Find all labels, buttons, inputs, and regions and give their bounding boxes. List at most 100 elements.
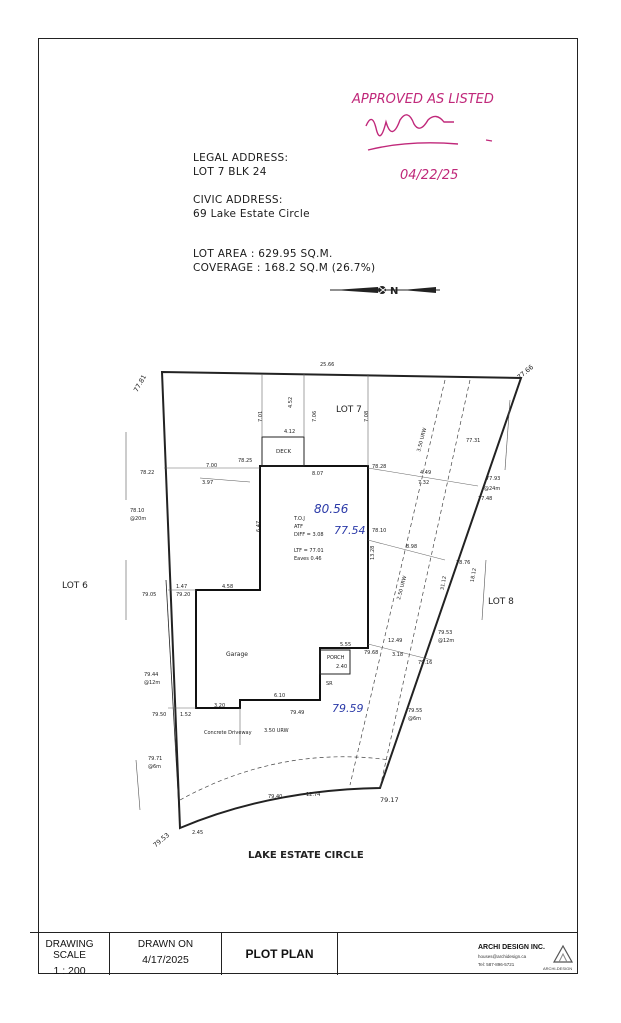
cell-drawn-on: DRAWN ON 4/17/2025 (110, 933, 222, 975)
drawn-label: DRAWN ON (137, 939, 194, 950)
lot-boundary (160, 370, 523, 830)
setback-east-3 (367, 643, 433, 661)
label-sr: SR (326, 681, 333, 687)
ink-porch-value: 79.59 (332, 702, 364, 715)
elev-7940: 79.40 (268, 794, 282, 800)
elev-at6: @6m (148, 764, 161, 770)
elev-at12: @12m (144, 680, 160, 686)
building-footprint (195, 465, 369, 709)
corner-bl: 79.53 (152, 831, 171, 849)
legal-lot: LOT 7 BLK 24 (193, 166, 267, 178)
elev-7793: 77.93 (486, 476, 500, 482)
ink-toj-value: 80.56 (314, 502, 349, 516)
dim-320: 3.20 (214, 703, 225, 709)
label-garage: Garage (226, 651, 248, 658)
dim-1328: 13.28 (370, 546, 376, 560)
dim-807: 8.07 (312, 471, 323, 477)
drawn-value: 4/17/2025 (142, 954, 189, 966)
dim-240: 2.40 (336, 664, 347, 670)
urw-east-line-1 (379, 379, 471, 789)
elev-7944: 79.44 (144, 672, 158, 678)
urw-south-line (179, 756, 391, 801)
corner-tr: 77.66 (516, 363, 535, 381)
label-driveway: Concrete Driveway (204, 730, 252, 736)
company-email: houses@archidesign.ca (478, 954, 527, 959)
corner-tl: 77.81 (132, 373, 148, 393)
scale-label: DRAWING SCALE (45, 939, 94, 961)
dim-left-bottom: 2.45 (192, 830, 203, 836)
elev-7825: 78.25 (238, 458, 252, 464)
urw-east-line-2 (349, 379, 446, 786)
label-urw-north: 3.50 URW (416, 427, 428, 452)
coverage: COVERAGE : 168.2 SQ.M (26.7%) (193, 262, 376, 274)
company-brand: ARCHI-DESIGN (543, 966, 573, 971)
label-porch: PORCH (327, 655, 345, 661)
label-street: LAKE ESTATE CIRCLE (248, 850, 364, 861)
dim-449: 4.49 (420, 470, 431, 476)
plan-title: PLOT PLAN (245, 947, 314, 961)
elev-7748: 77.48 (478, 496, 492, 502)
label-deck: DECK (276, 449, 292, 455)
civic-address-heading: CIVIC ADDRESS: (193, 194, 283, 206)
legal-address-heading: LEGAL ADDRESS: (193, 152, 289, 164)
drawing-sheet-border (38, 38, 578, 974)
elev-7910: 78.10 (372, 528, 386, 534)
porch-outline (319, 649, 351, 675)
signature-dash (485, 139, 493, 142)
elev-7822: 78.22 (140, 470, 154, 476)
dim-318: 3.18 (392, 652, 403, 658)
elev-7949: 79.49 (290, 710, 304, 716)
label-urw-south: 3.50 URW (264, 728, 289, 734)
elev-at6b: @6m (408, 716, 421, 722)
dim-bottom: 12.74 (306, 792, 320, 798)
label-lot-8: LOT 8 (488, 597, 514, 607)
dim-701: 7.01 (258, 411, 264, 422)
dim-647: 6.47 (256, 521, 262, 532)
corner-br: 79.17 (380, 796, 399, 804)
setback-east-1 (367, 467, 479, 487)
north-arrow-icon: N (330, 285, 440, 297)
svg-text:N: N (390, 286, 398, 297)
approval-date: 04/22/25 (400, 168, 459, 183)
label-diff: DIFF = 3.08 (294, 532, 324, 538)
dim-458: 4.58 (222, 584, 233, 590)
signature-mark (365, 114, 459, 151)
lot-area: LOT AREA : 629.95 SQ.M. (193, 248, 333, 260)
dim-1249: 12.49 (388, 638, 402, 644)
label-ltf: LTF = 77.01 (294, 548, 324, 554)
elev-7905: 79.05 (142, 592, 156, 598)
label-eaves: Eaves 0.46 (294, 556, 322, 562)
elev-porch: 79.68 (364, 650, 378, 656)
label-lot-7: LOT 7 (336, 405, 362, 415)
elev-at24: @24m (484, 486, 500, 492)
elev-7828: 78.28 (372, 464, 386, 470)
deck-outline (261, 436, 305, 467)
lot-left-offset (165, 579, 181, 829)
elev-7953: 79.53 (438, 630, 452, 636)
dim-1812: 18.12 (470, 568, 478, 583)
elev-7876: 78.76 (456, 560, 470, 566)
dim-397: 3.97 (202, 480, 213, 486)
elev-at12b: @12m (438, 638, 454, 644)
dim-898: 8.98 (406, 544, 417, 550)
cell-title: PLOT PLAN (222, 933, 338, 975)
company-phone: Tel: 587-896-5721 (478, 962, 515, 967)
dim-452: 4.52 (288, 397, 294, 408)
scale-value: 1 : 200 (53, 965, 86, 977)
elev-7920: 79.20 (176, 592, 190, 598)
dim-412: 4.12 (284, 429, 295, 435)
dim-708: 7.08 (364, 411, 370, 422)
elev-at20: @20m (130, 516, 146, 522)
dim-top: 25.66 (320, 362, 334, 368)
elev-7731: 77.31 (466, 438, 480, 444)
dim-147: 1.47 (176, 584, 187, 590)
slope-arrows (125, 399, 511, 811)
approval-stamp: APPROVED AS LISTED (352, 92, 494, 107)
company-name: ARCHI DESIGN INC. (478, 944, 545, 951)
dim-700: 7.00 (206, 463, 217, 469)
dim-152: 1.52 (180, 712, 191, 718)
setback-east-2 (367, 539, 446, 561)
label-urw-east: 2.50 URW (396, 575, 408, 600)
label-lot-6: LOT 6 (62, 581, 88, 591)
